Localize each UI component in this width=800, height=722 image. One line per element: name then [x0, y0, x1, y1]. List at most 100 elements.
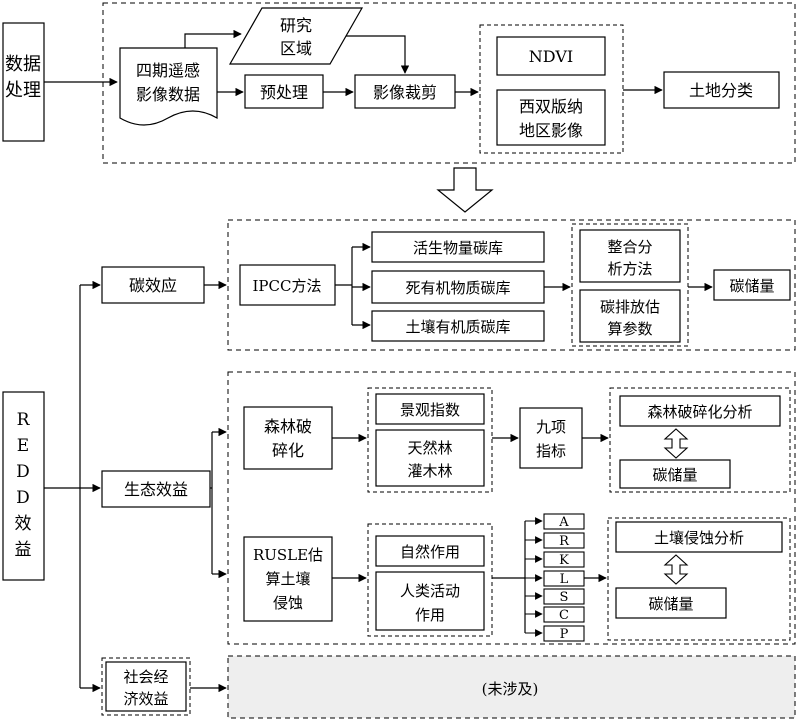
remote-sensing-data-line1: 四期遥感 — [136, 61, 200, 80]
redd-benefits-section: R E D D 效 益 — [2, 280, 101, 693]
landscape-index-text: 景观指数 — [400, 401, 460, 419]
ipcc-box — [239, 264, 336, 306]
fragmentation-analysis-box — [619, 395, 781, 427]
eco-benefit-text: 生态效益 — [124, 480, 188, 499]
human-activity-box — [375, 571, 485, 631]
carbon-effect-box — [101, 266, 205, 304]
data-processing-dashed-container — [102, 2, 796, 164]
not-covered-text: (未涉及) — [482, 680, 539, 698]
integrated-analysis-box — [579, 229, 681, 283]
social-benefit-section: 社会经 济效益 (未涉及) — [101, 655, 796, 719]
factor-p-box — [543, 625, 585, 642]
data-processing-label-box — [2, 22, 45, 142]
factor-a-box — [543, 513, 585, 530]
arrow-data-to-study-area — [184, 29, 242, 48]
forest-fragmentation-box — [243, 406, 333, 470]
data-processing-section: 数据 处理 四期遥感 影像数据 研究 区域 预处理 影像裁剪 NDVI 西双版纳… — [2, 2, 796, 164]
frag-carbon-storage-box — [619, 459, 731, 489]
factor-p-text: P — [560, 627, 569, 642]
factor-a-text: A — [558, 515, 569, 530]
nine-indicators-box — [519, 407, 583, 469]
soil-analysis-dashed-group — [607, 517, 791, 641]
remote-sensing-data-line2: 影像数据 — [136, 85, 200, 104]
land-classification-text: 土地分类 — [689, 81, 753, 100]
redd-label-box — [2, 391, 45, 581]
preprocess-box — [244, 74, 324, 109]
soil-organic-pool-box — [371, 310, 545, 342]
remote-sensing-data-document — [119, 47, 218, 126]
human-activity-line1: 人类活动 — [400, 582, 460, 600]
social-benefit-box — [105, 661, 187, 712]
study-area-parallelogram — [228, 7, 364, 65]
forest-fragmentation-line2: 碎化 — [272, 441, 304, 460]
eco-benefit-box — [101, 470, 211, 508]
carbon-effect-text: 碳效应 — [129, 276, 177, 295]
soil-erosion-analysis-box — [615, 521, 783, 553]
carbon-dashed-container — [227, 219, 796, 351]
image-clip-box — [354, 74, 456, 109]
preprocess-text: 预处理 — [260, 83, 308, 102]
not-covered-container — [227, 655, 796, 719]
factor-s-box — [543, 588, 585, 605]
section-transition-down-arrow — [436, 167, 494, 213]
rusle-line3: 侵蚀 — [273, 594, 303, 612]
living-biomass-pool-box — [371, 231, 545, 263]
emission-parameters-box — [579, 289, 681, 343]
factor-s-text: S — [560, 590, 569, 605]
data-processing-label-line1: 数据 — [5, 54, 41, 75]
soil-erosion-analysis-text: 土壤侵蚀分析 — [654, 529, 744, 547]
soil-organic-pool-text: 土壤有机质碳库 — [405, 318, 510, 336]
redd-label-char-d1: D — [16, 462, 30, 482]
region-image-box — [496, 89, 606, 146]
human-activity-line2: 作用 — [415, 606, 445, 624]
study-area-line1: 研究 — [280, 16, 312, 35]
ndvi-group-dashed — [479, 24, 624, 154]
rusle-line1: RUSLE估 — [253, 546, 323, 564]
nine-indicators-line2: 指标 — [536, 442, 566, 460]
frag-carbon-storage-text: 碳储量 — [652, 466, 697, 484]
redd-label-char-r: R — [17, 410, 31, 430]
ndvi-text: NDVI — [529, 47, 573, 66]
factor-r-box — [543, 532, 585, 549]
factor-c-box — [543, 606, 585, 623]
factor-k-box — [543, 551, 585, 568]
natural-forest-box — [375, 429, 485, 487]
factor-k-text: K — [559, 553, 569, 568]
forest-fragmentation-line1: 森林破 — [264, 417, 312, 436]
fragmentation-analysis-text: 森林破碎化分析 — [647, 403, 752, 421]
frag-analysis-dashed-group — [609, 387, 791, 493]
carbon-storage-box — [713, 269, 791, 301]
carbon-storage-text: 碳储量 — [729, 277, 774, 295]
natural-forest-line1: 天然林 — [407, 439, 452, 457]
emission-parameters-line2: 算参数 — [607, 320, 652, 338]
dead-organic-pool-text: 死有机物质碳库 — [405, 279, 510, 297]
natural-forest-line2: 灌木林 — [407, 462, 452, 480]
natural-action-text: 自然作用 — [400, 543, 460, 561]
eco-dashed-container — [227, 371, 796, 645]
ipcc-text: IPCC方法 — [253, 277, 322, 295]
social-benefit-line1: 社会经 — [123, 668, 168, 686]
redd-label-char-d2: D — [16, 488, 30, 508]
integrated-analysis-line2: 析方法 — [607, 260, 652, 278]
emission-parameters-line1: 碳排放估 — [600, 298, 660, 316]
rusle-line2: 算土壤 — [265, 570, 310, 588]
soil-carbon-storage-box — [615, 587, 727, 619]
integrated-analysis-line1: 整合分 — [607, 238, 652, 256]
land-classification-box — [663, 71, 780, 109]
natural-action-box — [375, 535, 485, 567]
factor-l-text: L — [560, 572, 569, 587]
region-image-line2: 地区影像 — [519, 121, 583, 140]
eco-benefit-section: 生态效益 森林破 碎化 景观指数 天然林 灌木林 九项 指标 森林破碎化分析 碳… — [101, 371, 796, 645]
action-dashed-group — [367, 523, 493, 637]
nine-indicators-line1: 九项 — [536, 418, 566, 436]
index-dashed-group — [367, 387, 493, 493]
redd-label-char-yi: 益 — [15, 540, 32, 560]
study-area-line2: 区域 — [280, 39, 312, 58]
living-biomass-pool-text: 活生物量碳库 — [413, 239, 503, 257]
carbon-effect-section: 碳效应 IPCC方法 活生物量碳库 死有机物质碳库 土壤有机质碳库 整合分 析方… — [101, 219, 796, 351]
social-dashed-outer — [101, 657, 191, 716]
landscape-index-box — [375, 393, 485, 425]
data-processing-label-line2: 处理 — [5, 80, 41, 101]
region-image-line1: 西双版纳 — [519, 97, 583, 116]
